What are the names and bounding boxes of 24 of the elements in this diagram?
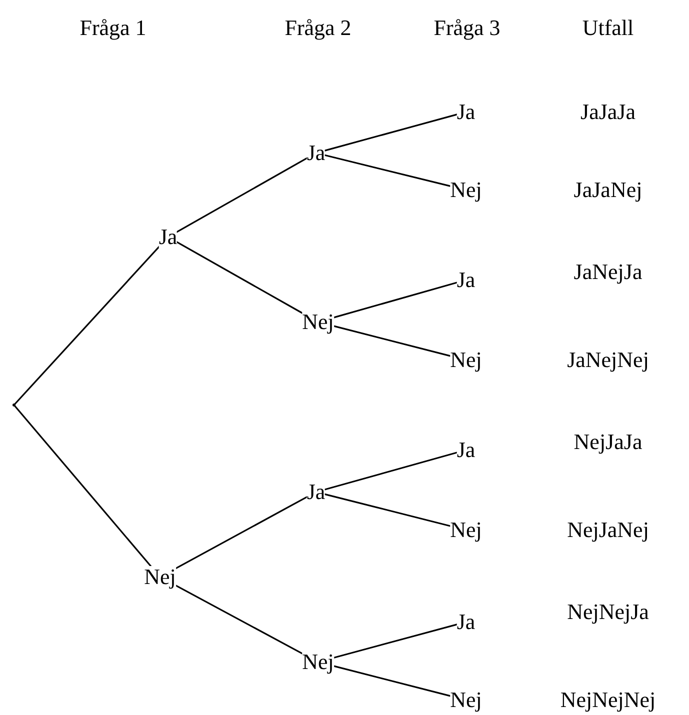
column-heading: Fråga 3 [434,17,500,39]
branch-line [322,493,452,528]
answer-text: Nej [450,519,482,541]
column-heading: Fråga 2 [284,17,352,39]
answer-text: Nej [450,689,482,711]
outcome-text: NejNejNej [560,689,656,711]
branch-line [332,664,452,698]
branch-line [174,584,304,656]
outcome-text: NejJaJa [574,431,642,453]
answer-text: Nej [144,566,176,588]
answer-text: Nej [302,311,334,333]
answer-text: Nej [450,349,482,371]
outcome-text: JaNejJa [574,261,642,283]
branch-line [13,244,162,406]
branch-line [322,154,452,188]
outcome-text: NejNejJa [567,601,649,623]
outcome-text: NejJaNej [567,519,649,541]
branch-point [12,404,16,406]
branch-line [332,324,452,358]
outcome-text: JaJaNej [574,179,642,201]
answer-text: Nej [302,651,334,673]
answer-text: Nej [450,179,482,201]
outcome-text: JaNejNej [567,349,649,371]
column-heading: Fråga 1 [80,17,146,39]
